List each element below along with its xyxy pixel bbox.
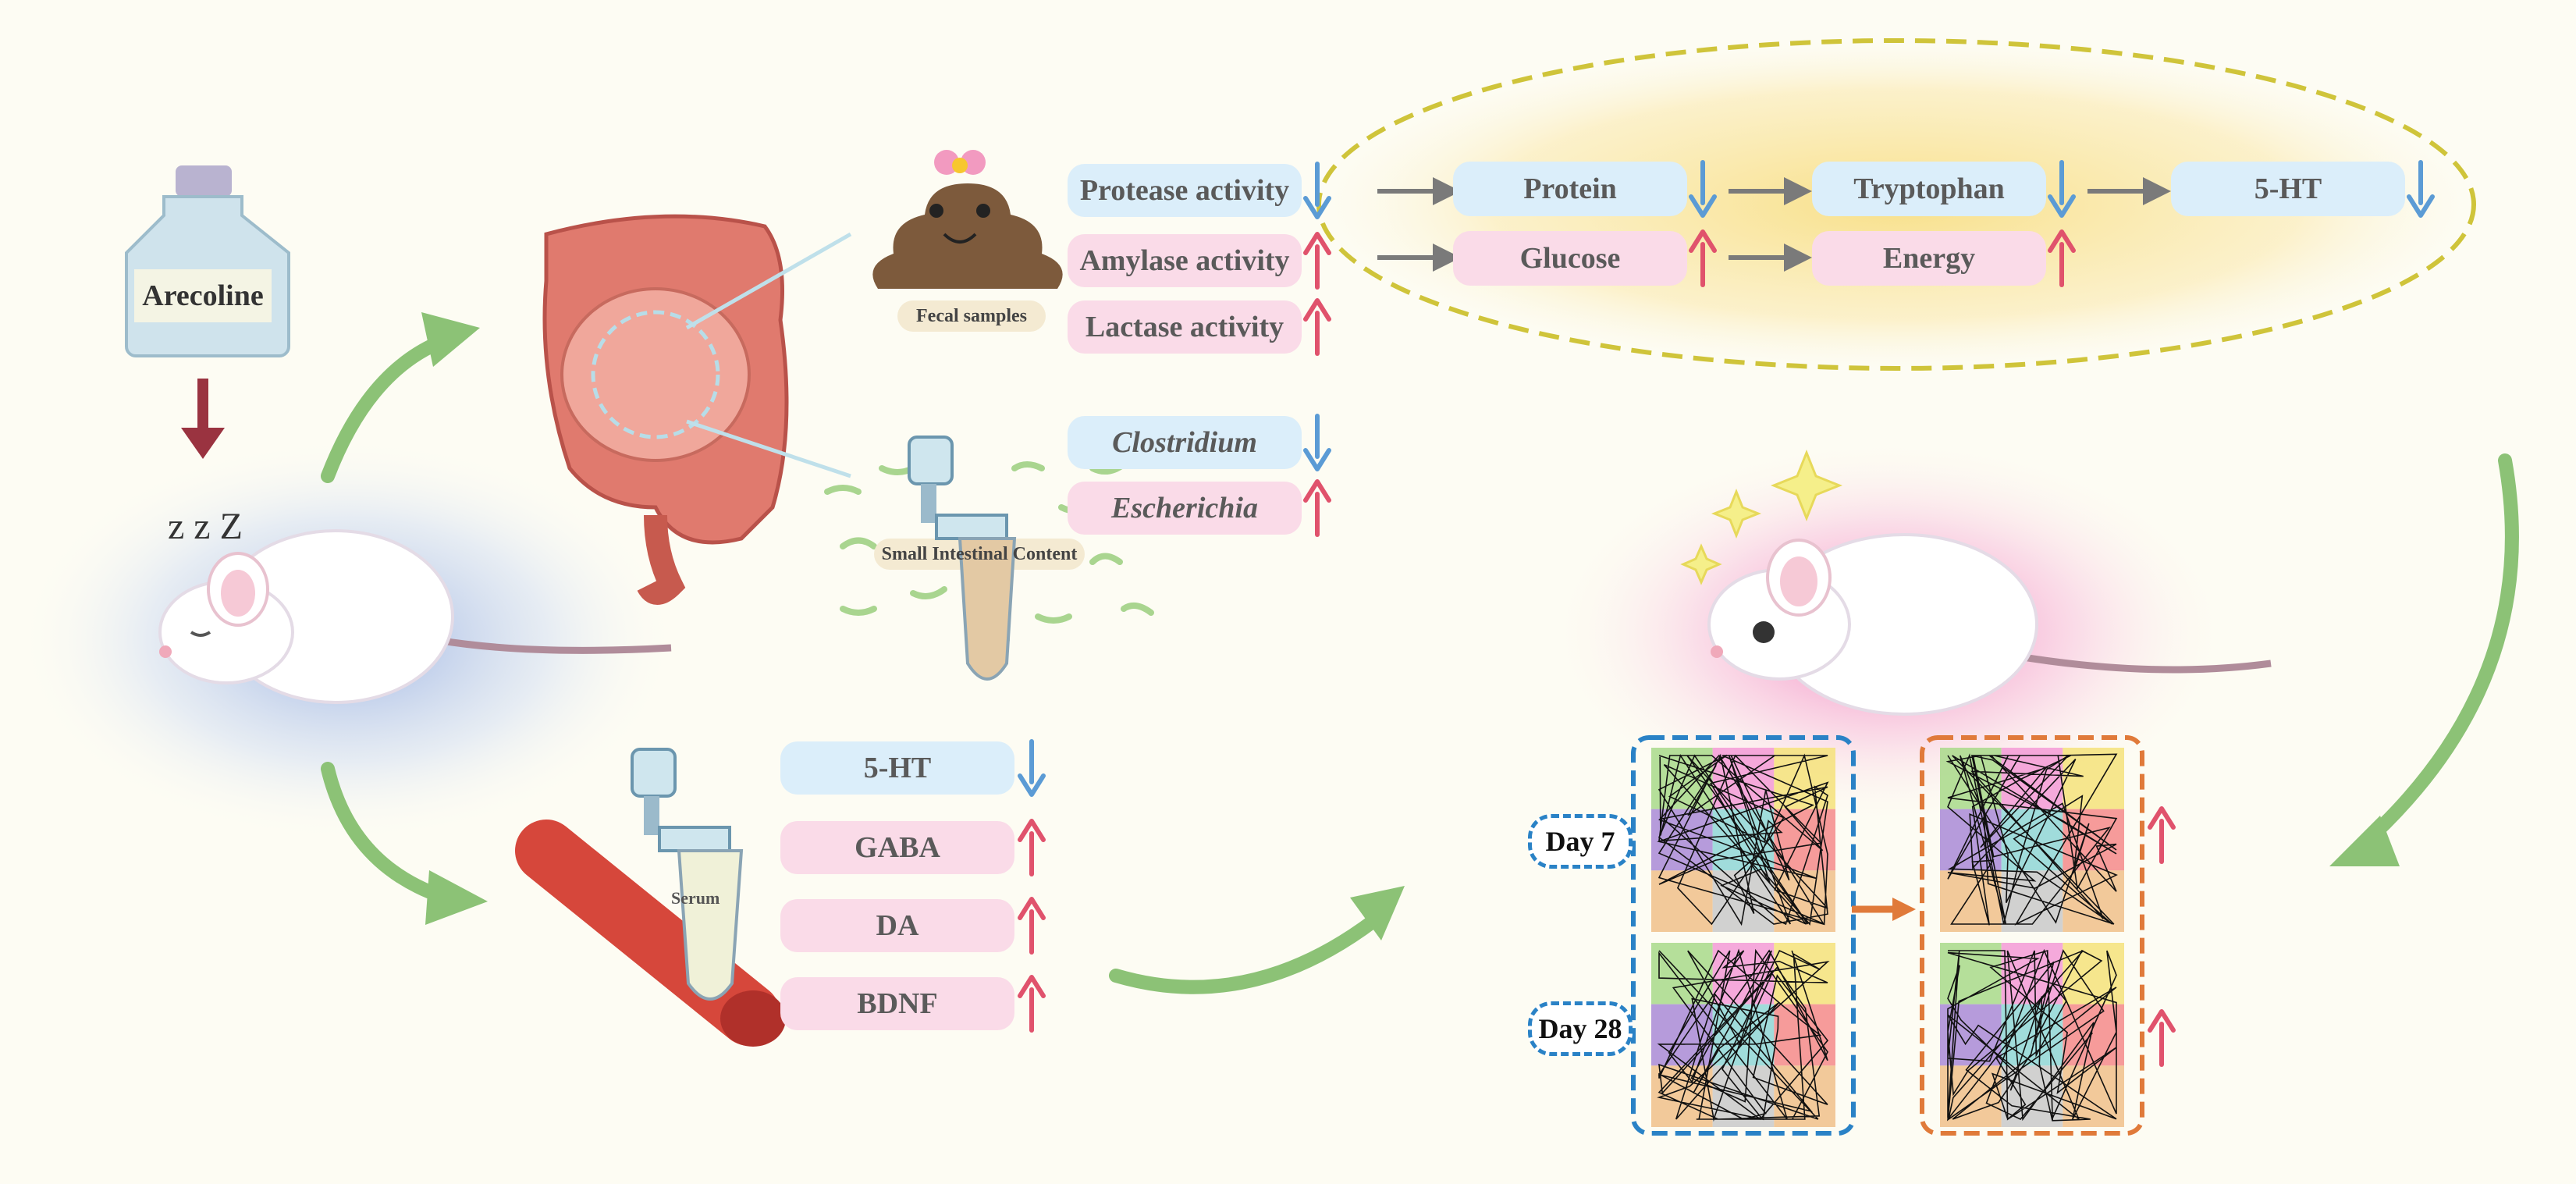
control-group-box (1631, 735, 1856, 1136)
flow-arrows (321, 336, 2519, 994)
pathway-arrow-down-icon (2407, 160, 2435, 218)
open-field-cell (2001, 870, 2063, 932)
marker-protease: Protease activity (1068, 164, 1302, 217)
flow-arrow-to-behavior (1109, 914, 1380, 994)
open-field-cell (1651, 870, 1713, 932)
arrow-down-head-icon (181, 428, 225, 459)
movement-trace (1945, 753, 2118, 926)
fecal-label-bg (897, 300, 1046, 332)
flow-arrow-head-icon (425, 870, 488, 925)
fecal-sample-icon (872, 150, 1063, 289)
pathway-tryptophan: Tryptophan (1812, 162, 2046, 216)
serum-arrow-down-icon (1018, 739, 1046, 797)
zoom-line (686, 419, 851, 478)
pathway-5ht: 5-HT (2171, 162, 2405, 216)
test-tube-icon (631, 748, 744, 1001)
serum-arrow-up-icon (1018, 819, 1046, 876)
fecal-arrow-down-icon (1303, 162, 1331, 219)
fecal-samples-label: Fecal samples (916, 305, 1027, 326)
test-tube-icon (908, 436, 1017, 681)
open-field-cell (1940, 870, 2002, 932)
marker-da: DA (780, 899, 1014, 952)
blood-vessel-icon (515, 820, 786, 1047)
serum-arrow-up-icon (1018, 897, 1046, 955)
group-arrow-head-icon (1892, 898, 1916, 921)
zoom-line (685, 232, 852, 330)
marker-lactase: Lactase activity (1068, 300, 1302, 354)
serum-arrow-up-icon (1018, 975, 1046, 1033)
pathway-arrows (1377, 177, 2171, 272)
intestine-content-label: Small Intestinal Content (881, 543, 1078, 564)
intestine-arrow-up-icon (1303, 479, 1331, 537)
drug-label: Arecoline (142, 279, 264, 312)
intestine-arrow-down-icon (1303, 414, 1331, 471)
movement-trace (1947, 948, 2117, 1122)
open-field-cell (2063, 943, 2124, 1004)
sleeping-mouse-icon (158, 529, 672, 704)
sparkle-icon (1680, 449, 1843, 585)
marker-clostridium: Clostridium (1068, 416, 1302, 469)
marker-amylase: Amylase activity (1068, 234, 1302, 287)
pathway-glucose: Glucose (1453, 231, 1687, 286)
flow-arrow-head-icon (2329, 816, 2400, 866)
movement-trace (1657, 753, 1829, 926)
pathway-energy: Energy (1812, 231, 2046, 286)
bottle-icon (125, 165, 290, 357)
intestine-icon (542, 214, 789, 605)
fecal-arrow-up-icon (1303, 298, 1331, 356)
serum-label: Serum (671, 888, 720, 908)
flow-arrow-to-gut (321, 336, 444, 483)
flow-arrow-head-icon (421, 312, 480, 367)
pathway-protein: Protein (1453, 162, 1687, 216)
zzz-icon: z z Z (168, 506, 243, 547)
flow-arrow-from-pathway (2357, 453, 2519, 850)
day-7-tag: Day 7 (1528, 814, 1633, 869)
marker-bdnf: BDNF (780, 977, 1014, 1030)
behavior-grids (1631, 735, 2144, 1136)
pathway-arrow-up-icon (1689, 229, 1717, 287)
flow-arrow-head-icon (1350, 886, 1405, 940)
fecal-arrow-up-icon (1303, 232, 1331, 290)
marker-gaba: GABA (780, 821, 1014, 874)
pathway-arrow-down-icon (2048, 160, 2076, 218)
day-28-tag: Day 28 (1528, 1001, 1633, 1056)
alert-mouse-icon (1707, 533, 2272, 716)
treated-group-box (1920, 735, 2144, 1136)
marker-escherichia: Escherichia (1068, 482, 1302, 535)
flow-arrow-to-serum (321, 762, 452, 905)
behavior-trend-arrow-icon (2148, 806, 2176, 864)
behavior-trend-arrow-icon (2148, 1009, 2176, 1067)
pathway-arrow-down-icon (1689, 160, 1717, 218)
movement-trace (1657, 948, 1830, 1122)
marker-serum-5ht: 5-HT (780, 741, 1014, 795)
pathway-arrow-up-icon (2048, 229, 2076, 287)
